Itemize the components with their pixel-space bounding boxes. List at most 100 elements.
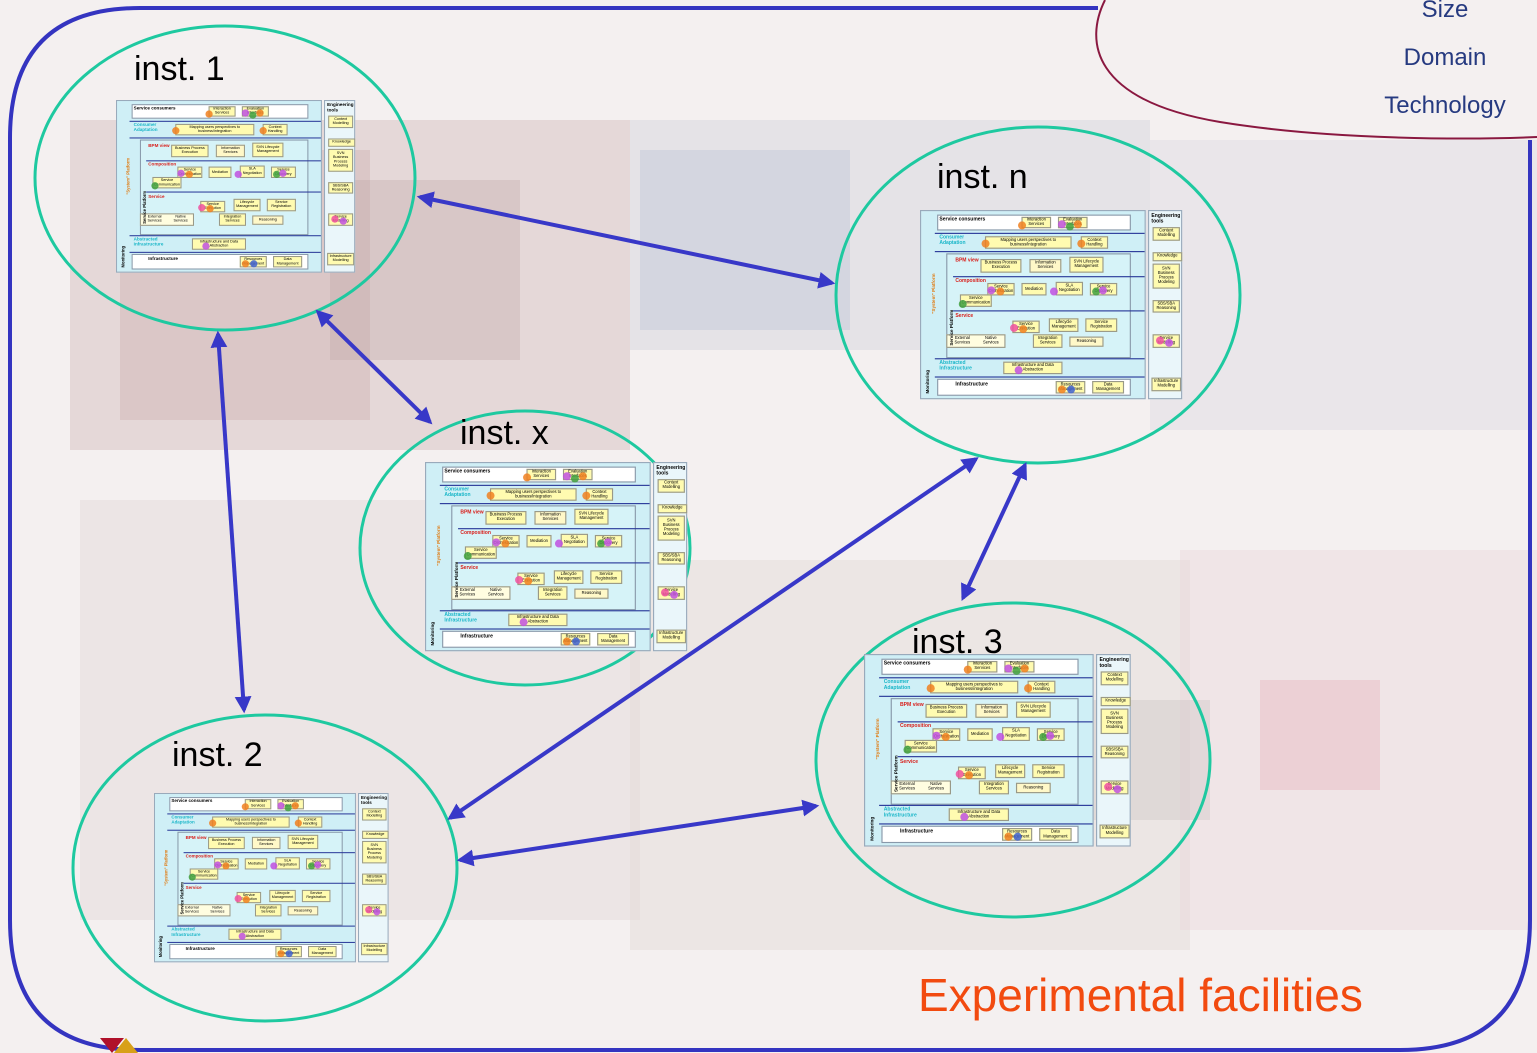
green-dot [284, 804, 292, 812]
abstracted-infrastructure-label: Abstracted Infrastructure [444, 611, 477, 623]
interaction-services-box: Interaction Services [967, 660, 998, 673]
engineering-tools-panel: Engineering tools Context Modelling Know… [653, 462, 688, 652]
engineering-tools-label: Engineering tools [1151, 212, 1181, 224]
context-modelling-box: Context Modelling [328, 115, 354, 129]
orange-dot [185, 170, 193, 178]
lifecycle-management-box: Lifecycle Management [1048, 318, 1079, 332]
system-platform-label: "System" Platform [125, 157, 131, 195]
purple-dot [1113, 785, 1122, 794]
purple-dot [238, 932, 246, 940]
divider [129, 120, 321, 122]
orange-dot [523, 473, 532, 482]
inst2-architecture: Service consumers Interaction Services E… [154, 793, 389, 966]
lifecycle-management-box: Lifecycle Management [553, 570, 584, 584]
sbs-sba-reasoning-box: SBS/SBA Reasoning [657, 552, 685, 565]
service-label: Service [460, 564, 479, 571]
orange-dot [1018, 221, 1027, 230]
knowledge-box: Knowledge [362, 830, 389, 839]
green-dot [273, 170, 281, 178]
mapping-box: Mapping users perspectives to business/i… [930, 680, 1019, 694]
divider [167, 813, 355, 815]
purple-dot [492, 538, 501, 547]
consumer-adaptation-label: Consumer Adaptation [133, 121, 158, 132]
engineering-tools-label: Engineering tools [656, 464, 686, 476]
green-dot [249, 111, 257, 119]
orange-dot [1073, 220, 1082, 229]
purple-dot [277, 802, 285, 810]
composition-label: Composition [899, 722, 932, 729]
instn-ellipse [834, 125, 1242, 465]
purple-dot [987, 286, 996, 295]
arrow-inst1-inst2 [210, 330, 252, 714]
orange-dot [294, 819, 302, 827]
integration-services-box: Integration Services [218, 213, 246, 226]
data-management-box: Data Management [597, 633, 630, 646]
lifecycle-management-box: Lifecycle Management [269, 889, 296, 903]
consumer-adaptation-label: Consumer Adaptation [939, 233, 966, 245]
monitoring-label: Monitoring [924, 369, 931, 394]
divider [129, 235, 321, 237]
context-modelling-box: Context Modelling [362, 808, 387, 821]
divider [129, 137, 321, 139]
external-services-label: External Services [899, 781, 916, 791]
external-native-services: External Services Native Services [946, 334, 1006, 348]
instn-architecture: Service consumers Interaction Services E… [920, 210, 1183, 404]
mapping-box: Mapping users perspectives to business/i… [489, 488, 577, 501]
service-consumers-label: Service consumers [133, 105, 176, 111]
sbs-sba-reasoning-box: SBS/SBA Reasoning [1152, 300, 1180, 313]
service-platform-label: Service Platform [453, 561, 460, 598]
lifecycle-management-box: Lifecycle Management [995, 764, 1026, 779]
inst1-ellipse [33, 24, 417, 332]
information-services-box: Information Services [1029, 259, 1062, 273]
purple-dot [177, 169, 185, 177]
pink-dot [1010, 324, 1019, 332]
sla-negotiation-box: SLA Negotiation [275, 857, 300, 870]
orange-dot [1019, 325, 1028, 334]
pink-dot [234, 895, 242, 903]
arrow-instn-inst3 [961, 461, 1027, 602]
bpe-box: Business Process Execution [485, 511, 527, 525]
external-services-label: External Services [147, 214, 162, 223]
context-modelling-box: Context Modelling [1100, 671, 1129, 686]
pink-dot [660, 588, 669, 597]
bpe-box: Business Process Execution [171, 144, 209, 158]
divider [458, 528, 650, 530]
mapping-box: Mapping users perspectives to business/i… [984, 236, 1072, 249]
native-services-label: Native Services [487, 587, 504, 597]
divider [439, 484, 650, 486]
external-services-label: External Services [184, 905, 199, 914]
interaction-services-box: Interaction Services [1021, 216, 1052, 229]
purple-dot [270, 862, 278, 870]
instx-architecture: Service consumers Interaction Services E… [425, 462, 688, 656]
infrastructure-label: Infrastructure [899, 828, 934, 834]
sbs-sba-reasoning-box: SBS/SBA Reasoning [362, 873, 387, 885]
external-native-services: External Services Native Services [890, 780, 951, 795]
divider [439, 628, 650, 630]
pink-dot [365, 906, 373, 914]
purple-dot [214, 861, 222, 869]
inst1-architecture: Service consumers Interaction Services E… [116, 100, 356, 277]
purple-dot [960, 812, 969, 822]
orange-dot [1020, 664, 1029, 673]
green-dot [1039, 732, 1048, 741]
divider [953, 276, 1145, 278]
monitoring-label: Monitoring [158, 936, 164, 958]
purple-dot [996, 732, 1005, 741]
purple-dot [1014, 366, 1023, 375]
mediation-box: Mediation [208, 166, 232, 178]
orange-dot [981, 239, 990, 248]
orange-dot [562, 637, 571, 646]
divider [129, 251, 321, 253]
monitoring-label: Monitoring [120, 245, 126, 268]
purple-dot [562, 472, 571, 481]
service-platform-label: Service Platform [142, 190, 148, 224]
svn-bp-modeling-box: SVN Business Process Modeling [657, 515, 685, 541]
pink-dot [1155, 336, 1164, 345]
blue-dot [250, 260, 258, 268]
sbs-sba-reasoning-box: SBS/SBA Reasoning [328, 182, 354, 194]
orange-dot [1077, 239, 1086, 248]
blue-dot [285, 950, 293, 958]
system-platform-label: "System" Platform [163, 849, 169, 886]
purple-dot [339, 217, 347, 225]
svn-lifecycle-box: SVN Lifecycle Management [252, 142, 284, 158]
